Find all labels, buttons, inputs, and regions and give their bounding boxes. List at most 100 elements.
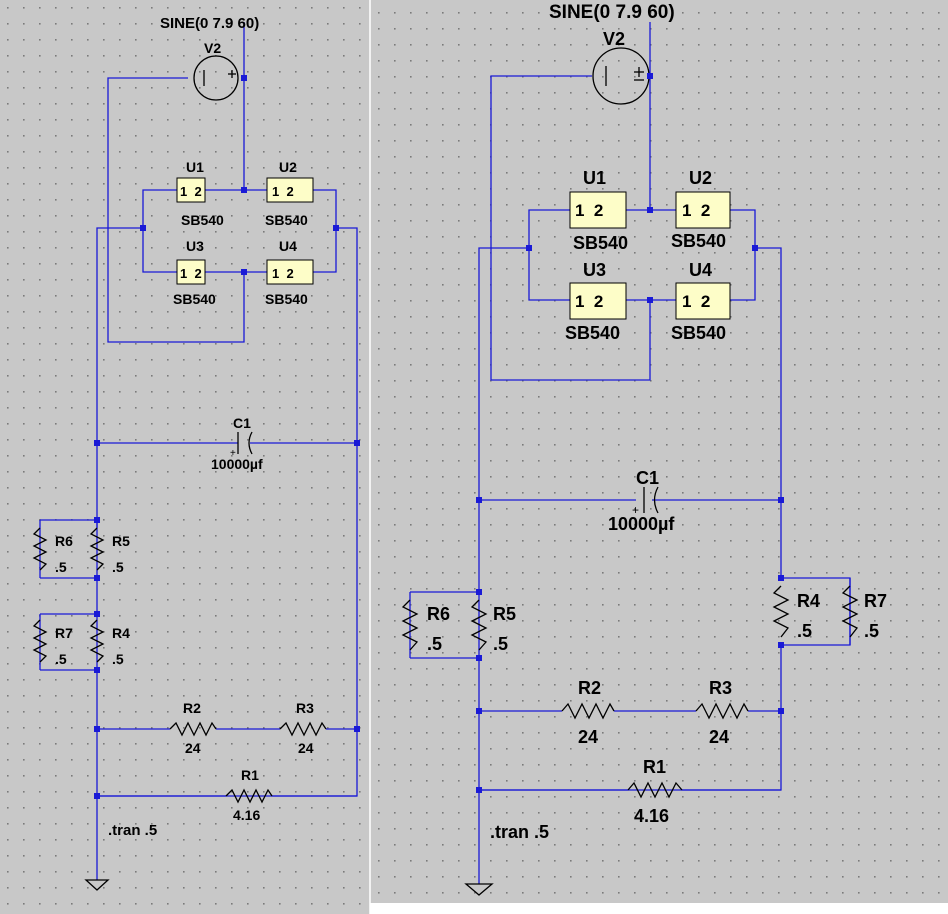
left-U2-box <box>266 177 314 203</box>
left-U1-pins: 1 2 <box>180 184 202 199</box>
right-R5-name: R5 <box>493 604 516 624</box>
left-U3-model: SB540 <box>173 291 216 307</box>
right-R7-value: .5 <box>864 621 879 641</box>
right-U3-model: SB540 <box>565 323 620 343</box>
right-U2-pins: 1 2 <box>682 201 710 220</box>
R7-symbol <box>32 619 48 663</box>
left-canvas-background <box>0 0 370 914</box>
left-U1-model: SB540 <box>181 212 224 228</box>
left-source-value: SINE(0 7.9 60) <box>160 15 259 32</box>
right-U1-box <box>569 191 627 229</box>
right-U3-box <box>569 282 627 320</box>
left-U2-model: SB540 <box>265 212 308 228</box>
R7-symbol <box>841 585 859 638</box>
left-capacitor[interactable] <box>237 431 253 455</box>
right-C1-name: C1 <box>636 468 659 488</box>
right-C1-plus: + <box>632 503 639 517</box>
R2-symbol <box>169 721 217 737</box>
left-voltage-source[interactable] <box>193 55 239 101</box>
right-R2-value: 24 <box>578 727 598 747</box>
right-bottom-strip <box>370 903 948 914</box>
left-R2-name: R2 <box>183 700 201 716</box>
right-labels: SINE(0 7.9 60) V2 U1 1 2 SB540 U2 1 2 SB… <box>427 2 887 842</box>
right-diode-boxes[interactable] <box>569 191 731 320</box>
right-U2-box <box>675 191 731 229</box>
left-U2-name: U2 <box>279 159 297 175</box>
right-U1-name: U1 <box>583 168 606 188</box>
left-C1-plus: + <box>230 448 236 459</box>
R5-symbol <box>89 527 105 571</box>
right-tran-directive: .tran .5 <box>490 822 549 842</box>
left-R7-value: .5 <box>55 651 67 667</box>
left-U4-pins: 1 2 <box>272 266 294 281</box>
right-U1-pins: 1 2 <box>575 201 603 220</box>
right-canvas-background <box>370 0 948 914</box>
right-R2-name: R2 <box>578 678 601 698</box>
right-ground-symbol <box>464 883 494 896</box>
right-U4-pins: 1 2 <box>682 292 710 311</box>
right-U3-pins: 1 2 <box>575 292 603 311</box>
left-R5-name: R5 <box>112 533 130 549</box>
left-U4-name: U4 <box>279 238 297 254</box>
right-schematic <box>401 22 859 896</box>
left-wires <box>39 22 358 880</box>
left-R5-value: .5 <box>112 559 124 575</box>
right-C1-value: 10000µf <box>608 514 675 534</box>
left-U3-name: U3 <box>186 238 204 254</box>
left-R6-value: .5 <box>55 559 67 575</box>
left-R3-name: R3 <box>296 700 314 716</box>
left-U4-model: SB540 <box>265 291 308 307</box>
right-source-name: V2 <box>603 29 625 49</box>
left-schematic <box>32 22 358 891</box>
R5-symbol <box>470 599 488 651</box>
right-R3-value: 24 <box>709 727 729 747</box>
left-U1-box <box>176 177 206 203</box>
left-R7-name: R7 <box>55 625 73 641</box>
R6-symbol <box>401 599 419 651</box>
left-ground-symbol <box>84 879 110 891</box>
R4-symbol <box>772 585 790 638</box>
right-R6-value: .5 <box>427 634 442 654</box>
R6-symbol <box>32 527 48 571</box>
left-diode-boxes[interactable] <box>176 177 314 285</box>
left-R3-value: 24 <box>298 740 314 756</box>
left-labels: SINE(0 7.9 60) V2 U1 1 2 SB540 U2 1 2 SB… <box>55 15 314 839</box>
left-R4-value: .5 <box>112 651 124 667</box>
right-R7-name: R7 <box>864 591 887 611</box>
R4-symbol <box>89 619 105 663</box>
left-C1-name: C1 <box>233 415 251 431</box>
R3-symbol <box>695 702 749 720</box>
left-resistor-symbols[interactable] <box>32 527 327 804</box>
right-R6-name: R6 <box>427 604 450 624</box>
left-R6-name: R6 <box>55 533 73 549</box>
right-U3-name: U3 <box>583 260 606 280</box>
right-R1-name: R1 <box>643 757 666 777</box>
right-R4-name: R4 <box>797 591 820 611</box>
left-R1-value: 4.16 <box>233 807 260 823</box>
left-U4-box <box>266 259 314 285</box>
right-R1-value: 4.16 <box>634 806 669 826</box>
right-resistor-symbols[interactable] <box>401 585 859 799</box>
left-source-name: V2 <box>204 40 221 56</box>
right-R5-value: .5 <box>493 634 508 654</box>
left-tran-directive: .tran .5 <box>108 822 157 839</box>
left-junctions <box>94 75 360 799</box>
right-U4-box <box>675 282 731 320</box>
right-R4-value: .5 <box>797 621 812 641</box>
right-U2-model: SB540 <box>671 231 726 251</box>
left-R1-name: R1 <box>241 767 259 783</box>
right-U2-name: U2 <box>689 168 712 188</box>
right-source-value: SINE(0 7.9 60) <box>549 2 675 23</box>
right-capacitor[interactable] <box>643 486 659 514</box>
R2-symbol <box>561 702 615 720</box>
left-U3-box <box>176 259 206 285</box>
left-C1-value: 10000µf <box>211 456 263 472</box>
right-R3-name: R3 <box>709 678 732 698</box>
left-R4-name: R4 <box>112 625 130 641</box>
right-U4-model: SB540 <box>671 323 726 343</box>
left-U2-pins: 1 2 <box>272 184 294 199</box>
R3-symbol <box>279 721 327 737</box>
left-U3-pins: 1 2 <box>180 266 202 281</box>
